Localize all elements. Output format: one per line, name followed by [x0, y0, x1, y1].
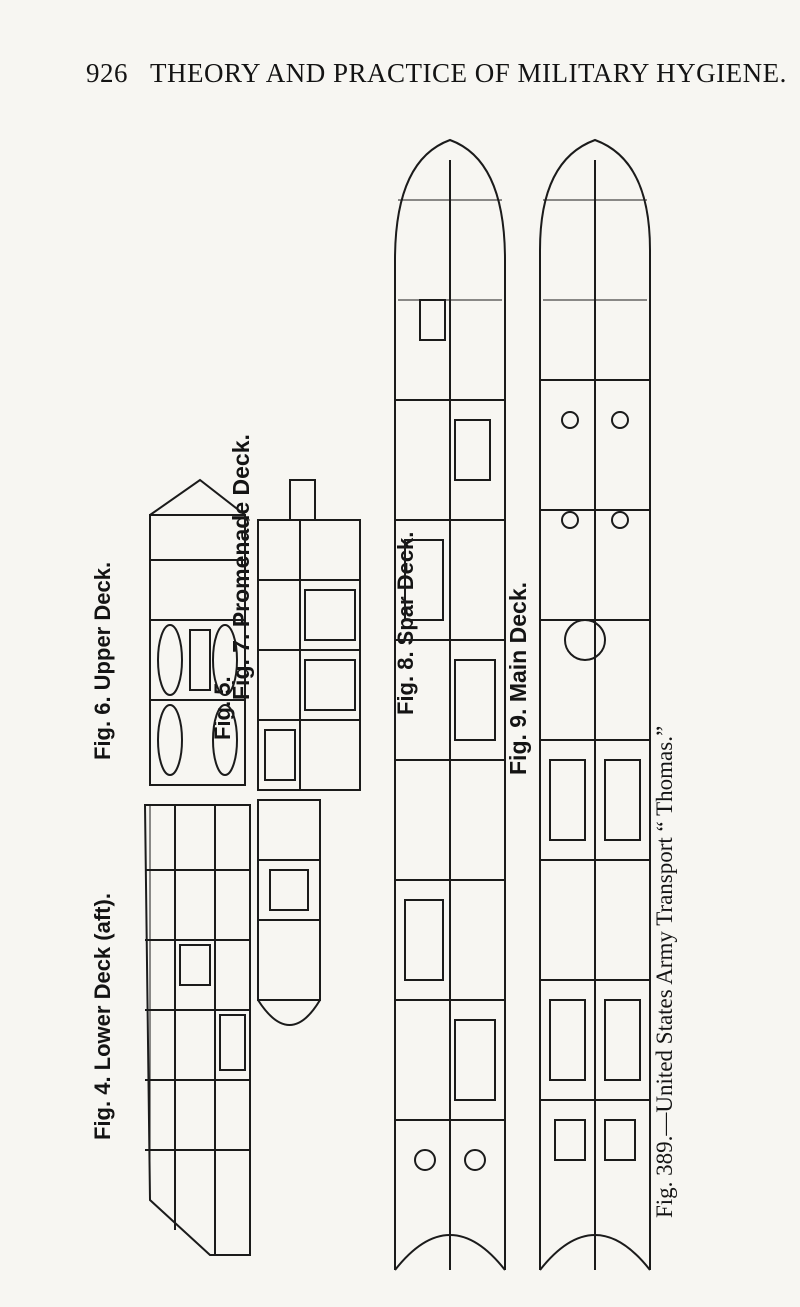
fig5-drawing	[257, 799, 321, 1026]
fig6-drawing	[149, 478, 246, 786]
running-title: THEORY AND PRACTICE OF MILITARY HYGIENE.	[150, 58, 787, 88]
fig9-drawing	[539, 138, 651, 1271]
fig8-drawing	[394, 138, 506, 1271]
fig7-drawing	[257, 479, 361, 791]
page-number: 926	[86, 58, 128, 88]
fig4-drawing	[143, 804, 251, 1256]
